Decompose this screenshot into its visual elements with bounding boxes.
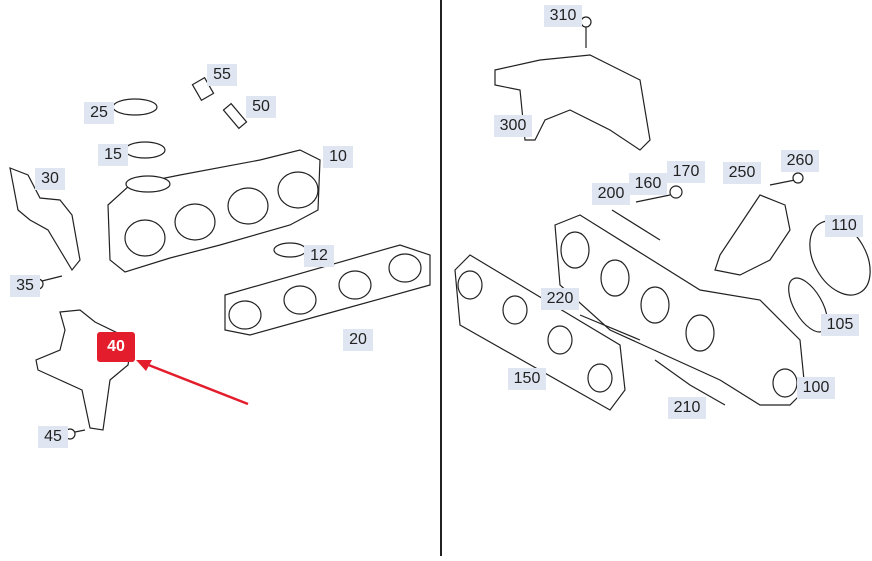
part-label-210[interactable]: 210	[668, 397, 706, 419]
part-100-manifold	[554, 214, 806, 406]
part-label-50[interactable]: 50	[246, 96, 276, 118]
part-200-pipe	[611, 209, 661, 241]
part-25-cap	[112, 98, 158, 116]
part-12-seal	[273, 242, 307, 258]
part-label-310[interactable]: 310	[544, 5, 582, 27]
part-label-35[interactable]: 35	[10, 275, 40, 297]
part-label-200[interactable]: 200	[592, 183, 630, 205]
part-310-bolt	[580, 16, 592, 48]
part-15-seal	[124, 141, 166, 159]
part-260-bolt	[769, 172, 804, 186]
part-label-105[interactable]: 105	[821, 314, 859, 336]
part-170-nut	[669, 185, 683, 199]
part-50-pin	[222, 102, 248, 130]
part-40-heat-shield-bracket	[35, 309, 133, 431]
panel-divider	[440, 0, 442, 556]
part-30-bracket	[9, 167, 81, 272]
part-label-15[interactable]: 15	[98, 144, 128, 166]
part-220-pipe	[579, 314, 641, 341]
part-210-pipe	[654, 359, 726, 406]
part-label-25[interactable]: 25	[84, 102, 114, 124]
callout-arrow-40	[136, 360, 249, 406]
part-label-250[interactable]: 250	[723, 162, 761, 184]
part-label-10[interactable]: 10	[323, 146, 353, 168]
part-label-12[interactable]: 12	[304, 245, 334, 267]
part-20-gasket	[224, 244, 431, 336]
part-label-55[interactable]: 55	[207, 64, 237, 86]
part-250-bracket	[714, 194, 791, 276]
part-45-bolt	[64, 428, 86, 440]
part-label-220[interactable]: 220	[541, 288, 579, 310]
part-label-40-selected[interactable]: 40	[97, 332, 135, 362]
part-label-160[interactable]: 160	[629, 173, 667, 195]
part-label-45[interactable]: 45	[38, 426, 68, 448]
part-160-bolt	[635, 194, 671, 203]
part-110-heat-shield	[809, 220, 871, 296]
part-300-support	[494, 54, 651, 151]
part-label-110[interactable]: 110	[825, 215, 863, 237]
part-150-gasket	[454, 254, 626, 411]
part-label-150[interactable]: 150	[508, 368, 546, 390]
part-label-30[interactable]: 30	[35, 168, 65, 190]
part-10-cylinder-head	[107, 149, 321, 273]
part-label-100[interactable]: 100	[797, 377, 835, 399]
part-label-300[interactable]: 300	[494, 115, 532, 137]
part-label-170[interactable]: 170	[667, 161, 705, 183]
part-label-260[interactable]: 260	[781, 150, 819, 172]
part-label-20[interactable]: 20	[343, 329, 373, 351]
